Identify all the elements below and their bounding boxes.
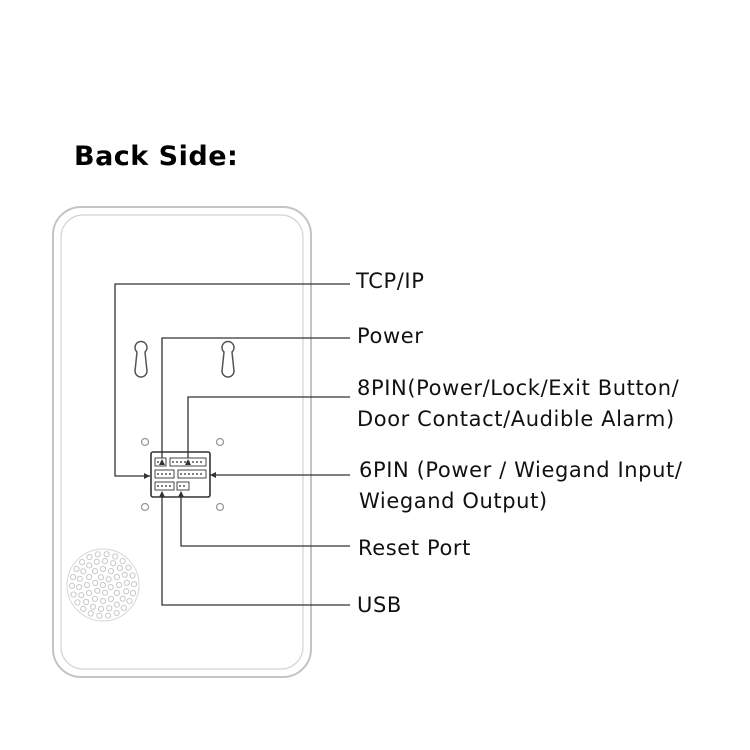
speaker-hole (129, 589, 137, 597)
speaker-hole (119, 558, 126, 565)
speaker-grille-icon (66, 548, 140, 622)
speaker-hole (115, 581, 123, 589)
speaker-hole (112, 553, 119, 560)
speaker-hole (97, 574, 105, 581)
speaker-hole (126, 598, 133, 605)
label-usb: USB (357, 593, 402, 617)
speaker-hole (99, 597, 107, 605)
speaker-hole (101, 558, 109, 565)
speaker-hole (83, 581, 91, 589)
speaker-hole (79, 559, 86, 566)
speaker-hole (97, 605, 105, 613)
speaker-hole (107, 584, 114, 591)
speaker-hole (96, 612, 103, 619)
speaker-hole (94, 587, 101, 594)
speaker-hole (78, 592, 85, 599)
leader-arrowheads (144, 459, 216, 497)
speaker-hole (80, 568, 87, 575)
speaker-hole (119, 595, 126, 602)
speaker-hole (86, 573, 93, 581)
speaker-hole (121, 571, 128, 578)
speaker-hole (86, 562, 93, 569)
speaker-hole (91, 595, 99, 603)
tcp-ip-port (154, 457, 167, 467)
keyhole-icon (221, 340, 235, 378)
speaker-hole (68, 582, 76, 589)
leader-lines (114, 283, 350, 606)
speaker-hole (123, 579, 131, 587)
connector-board (150, 451, 211, 498)
power-leader (161, 337, 350, 458)
speaker-hole (89, 603, 97, 610)
speaker-hole (120, 604, 128, 612)
speaker-hole (125, 564, 132, 571)
speaker-hole (102, 589, 109, 596)
reset-leader (180, 492, 350, 547)
speaker-hole (69, 573, 77, 581)
8pin-leader (187, 396, 350, 458)
usb-leader (161, 492, 350, 606)
page-title: Back Side: (74, 141, 239, 172)
usb-port (154, 481, 175, 491)
reset-port (176, 481, 190, 491)
speaker-hole (129, 572, 136, 579)
speaker-hole (116, 564, 124, 572)
tcp-ip-leader (114, 283, 350, 477)
speaker-hole (130, 581, 138, 588)
6pin-connector (177, 469, 207, 479)
speaker-hole (106, 605, 113, 612)
speaker-hole (70, 591, 77, 598)
speaker-hole (123, 588, 130, 595)
speaker-hole (92, 579, 99, 587)
speaker-hole (74, 599, 81, 606)
speaker-hole (110, 560, 117, 567)
speaker-hole (107, 595, 115, 603)
speaker-hole (99, 581, 107, 589)
speaker-hole (113, 609, 120, 617)
speaker-hole (113, 573, 121, 581)
speaker-hole (103, 551, 110, 558)
speaker-hole (105, 612, 112, 619)
label-power: Power (357, 324, 424, 348)
device-body (52, 206, 312, 678)
speaker-hole (99, 565, 107, 573)
speaker-hole (93, 558, 100, 565)
speaker-hole (113, 601, 120, 608)
speaker-hole (76, 575, 83, 582)
speaker-hole (113, 589, 121, 597)
keyhole-icon (134, 340, 148, 378)
speaker-hole (94, 551, 101, 558)
speaker-hole (73, 565, 80, 573)
label-6pin: 6PIN (Power / Wiegand Input/ Wiegand Out… (359, 458, 683, 513)
speaker-hole (86, 589, 93, 597)
speaker-hole (86, 554, 93, 561)
speaker-hole (107, 568, 115, 575)
screw-holes (140, 437, 225, 512)
label-8pin: 8PIN(Power/Lock/Exit Button/ Door Contac… (357, 376, 680, 431)
speaker-hole (105, 576, 112, 583)
label-tcp-ip: TCP/IP (356, 269, 425, 293)
speaker-hole (91, 568, 99, 575)
speaker-hole (87, 610, 94, 617)
speaker-hole (80, 605, 87, 613)
label-reset-port: Reset Port (358, 536, 471, 560)
power-connector (154, 469, 175, 479)
speaker-hole (76, 584, 83, 591)
speaker-hole (83, 598, 90, 606)
